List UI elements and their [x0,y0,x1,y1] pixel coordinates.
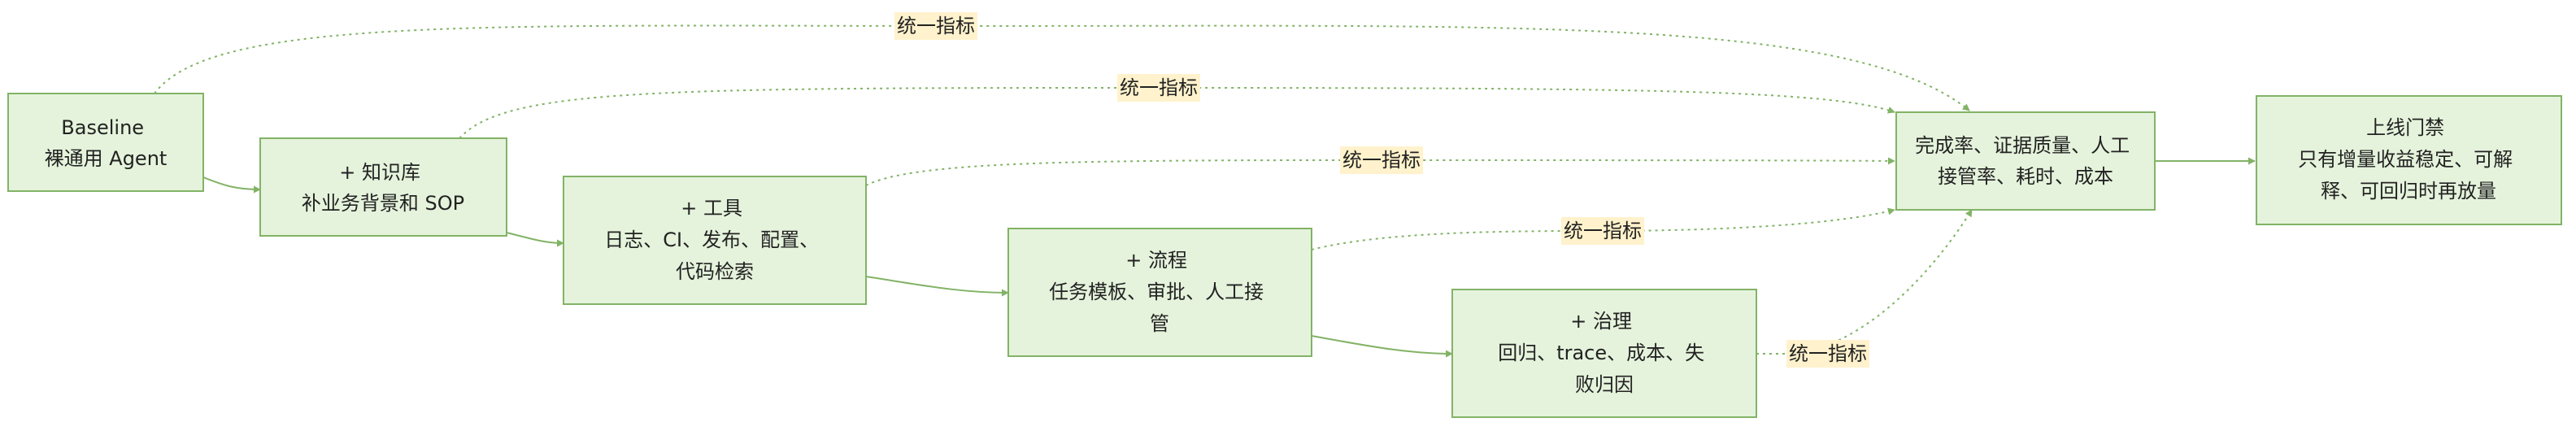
node-label: 完成率、证据质量、人工 接管率、耗时、成本 [1915,134,2136,188]
node-box [1451,289,1757,418]
node-line: + 治理 [1570,310,1632,333]
node-label: + 流程 任务模板、审批、人工接 管 [1049,249,1270,335]
node-label: + 工具 日志、CI、发布、配置、 代码检索 [604,197,825,283]
edge-label-text: 统一指标 [1342,149,1421,172]
progression-edges [202,157,2256,358]
node-label: Baseline 裸通用 Agent [45,116,168,170]
node-baseline[interactable]: Baseline 裸通用 Agent [7,93,204,192]
node-box [563,176,867,305]
node-line: 代码检索 [676,260,754,283]
node-box [1007,228,1312,357]
edge-label-3: 统一指标 [1340,146,1423,174]
edge-label-1: 统一指标 [894,12,977,40]
edge-label-bg [1117,74,1200,102]
node-tools[interactable]: + 工具 日志、CI、发布、配置、 代码检索 [563,176,867,305]
node-line: 管 [1150,312,1169,335]
edge-process-to-governance [1311,335,1453,358]
edge-labels: 统一指标 统一指标 统一指标 统一指标 统一指标 [894,12,1869,368]
edge-label-bg [894,12,977,40]
edge-label-bg [1340,146,1423,174]
edge-label-bg [1561,217,1644,245]
edge-governance-to-metrics [1756,209,1973,355]
node-line: 上线门禁 [2366,116,2444,139]
edge-label-4: 统一指标 [1561,217,1644,245]
node-line: 接管率、耗时、成本 [1938,165,2113,188]
edge-knowledge-to-metrics [459,86,1895,139]
node-launch-gate[interactable]: 上线门禁 只有增量收益稳定、可解 释、可回归时再放量 [2256,95,2562,225]
edge-label-5: 统一指标 [1786,340,1869,368]
edge-baseline-to-metrics [154,24,1970,111]
node-line: 败归因 [1575,373,1634,396]
node-knowledge[interactable]: + 知识库 补业务背景和 SOP [259,137,507,237]
edge-label-text: 统一指标 [1120,76,1198,99]
edge-label-bg [1786,340,1869,368]
edge-tools-to-process [865,276,1009,297]
node-line: 回归、trace、成本、失 [1498,342,1704,364]
node-label: + 治理 回归、trace、成本、失 败归因 [1498,310,1711,396]
node-metrics[interactable]: 完成率、证据质量、人工 接管率、耗时、成本 [1895,111,2156,211]
node-box [1895,111,2156,211]
node-label: 上线门禁 只有增量收益稳定、可解 释、可回归时再放量 [2298,116,2519,202]
node-line: 任务模板、审批、人工接 [1049,281,1264,303]
edge-label-text: 统一指标 [1789,342,1867,365]
node-box [7,93,204,192]
edge-knowledge-to-tools [506,232,564,247]
node-label: + 知识库 补业务背景和 SOP [302,161,464,215]
node-line: 完成率、证据质量、人工 [1915,134,2130,157]
node-line: Baseline [61,116,144,139]
node-line: 日志、CI、发布、配置、 [604,229,819,251]
edge-baseline-to-knowledge [202,176,261,194]
node-line: + 流程 [1125,249,1187,272]
node-line: 裸通用 Agent [45,147,168,170]
node-line: 释、可回归时再放量 [2321,180,2496,202]
nodes: Baseline 裸通用 Agent + 知识库 补业务背景和 SOP + 工具… [7,93,2562,418]
node-line: + 知识库 [339,161,420,184]
edge-label-text: 统一指标 [897,15,975,37]
node-line: 只有增量收益稳定、可解 [2298,148,2513,171]
node-box [259,137,507,237]
node-line: + 工具 [681,197,742,220]
node-box [2256,95,2562,225]
node-governance[interactable]: + 治理 回归、trace、成本、失 败归因 [1451,289,1757,418]
edge-label-2: 统一指标 [1117,74,1200,102]
node-line: 补业务背景和 SOP [302,192,464,215]
edge-label-text: 统一指标 [1564,220,1642,242]
node-process[interactable]: + 流程 任务模板、审批、人工接 管 [1007,228,1312,357]
